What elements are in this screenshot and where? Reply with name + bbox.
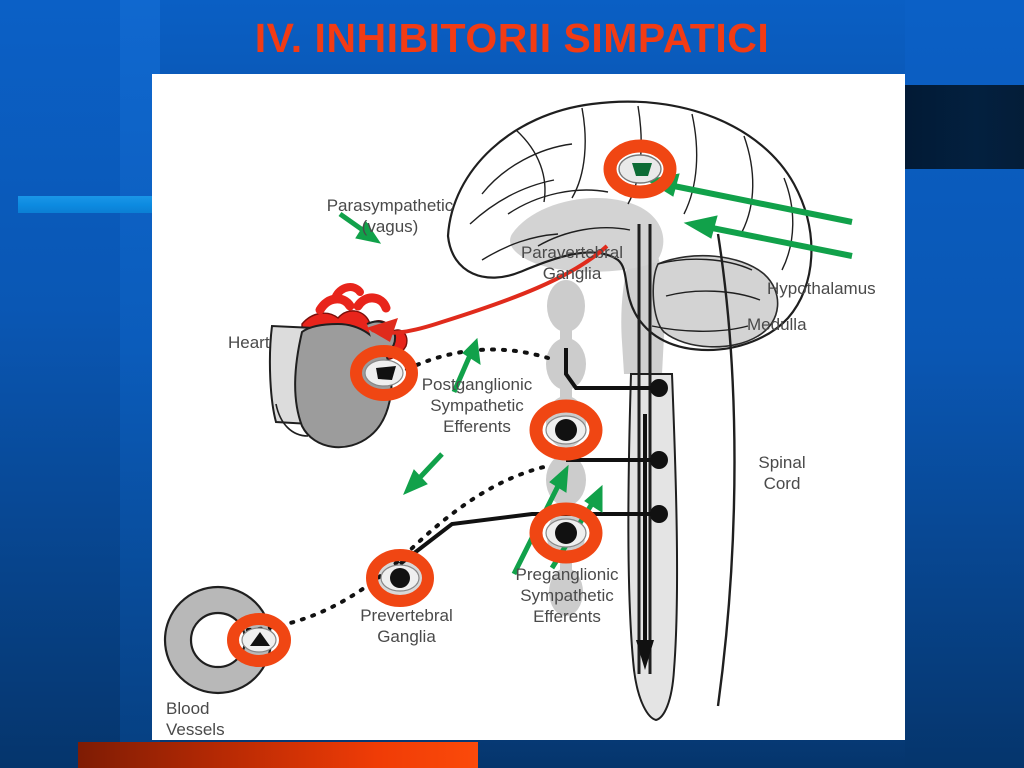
label-postganglionic-line1: Postganglionic (421, 375, 533, 394)
label-parasympathetic: Parasympathetic (vagus) (300, 195, 480, 237)
marker-blood-vessel (227, 613, 291, 667)
label-preganglionic-sympathetic-efferents: Preganglionic Sympathetic Efferents (482, 564, 652, 627)
dark-accent-rectangle (905, 85, 1024, 169)
label-paravertebral-line1: Paravertebral (520, 243, 624, 262)
background-band-left (0, 0, 120, 768)
label-spinal-line2: Cord (763, 474, 801, 493)
marker-heart (350, 345, 418, 401)
label-paravertebral-ganglia: Paravertebral Ganglia (497, 242, 647, 284)
label-spinal-cord: Spinal Cord (737, 452, 827, 494)
label-paravertebral-line2: Ganglia (542, 264, 602, 283)
label-medulla: Medulla (747, 315, 807, 334)
label-preganglionic-line3: Efferents (533, 607, 601, 626)
label-parasympathetic-line1: Parasympathetic (326, 196, 454, 215)
marker-prevertebral (366, 549, 434, 607)
label-heart: Heart (228, 333, 270, 352)
label-prevertebral-line1: Prevertebral (360, 606, 453, 625)
label-postganglionic-sympathetic-efferents: Postganglionic Sympathetic Efferents (392, 374, 562, 437)
receptor-markers (227, 139, 677, 667)
marker-hypothalamus (603, 139, 677, 199)
label-blood-line2: Vessels (166, 720, 225, 739)
marker-paravertebral-upper (529, 399, 603, 461)
slide-title: IV. INHIBITORII SIMPATICI (254, 15, 770, 61)
label-spinal-line1: Spinal (758, 453, 806, 472)
autonomic-diagram-svg (163, 100, 853, 722)
label-postganglionic-line3: Efferents (443, 417, 511, 436)
parasympathetic-vagus-arrow (366, 244, 609, 342)
label-prevertebral-ganglia: Prevertebral Ganglia (334, 605, 479, 647)
figure-plate: Parasympathetic (vagus) Paravertebral Ga… (152, 74, 905, 740)
brain-illustration (446, 100, 813, 374)
label-postganglionic-line2: Sympathetic (430, 396, 524, 415)
label-blood-line1: Blood (166, 699, 210, 718)
label-preganglionic-line1: Preganglionic (515, 565, 619, 584)
label-prevertebral-line2: Ganglia (377, 627, 436, 646)
label-hypothalamus: Hypothalamus (767, 279, 876, 298)
label-parasympathetic-line2: (vagus) (361, 217, 419, 236)
light-blue-accent-bar (18, 196, 152, 213)
label-blood-vessels: Blood Vessels (166, 698, 225, 740)
red-gradient-footer-bar (78, 742, 478, 768)
marker-paravertebral-lower (529, 502, 603, 564)
label-preganglionic-line2: Sympathetic (520, 586, 614, 605)
preganglionic-connections (398, 348, 668, 566)
